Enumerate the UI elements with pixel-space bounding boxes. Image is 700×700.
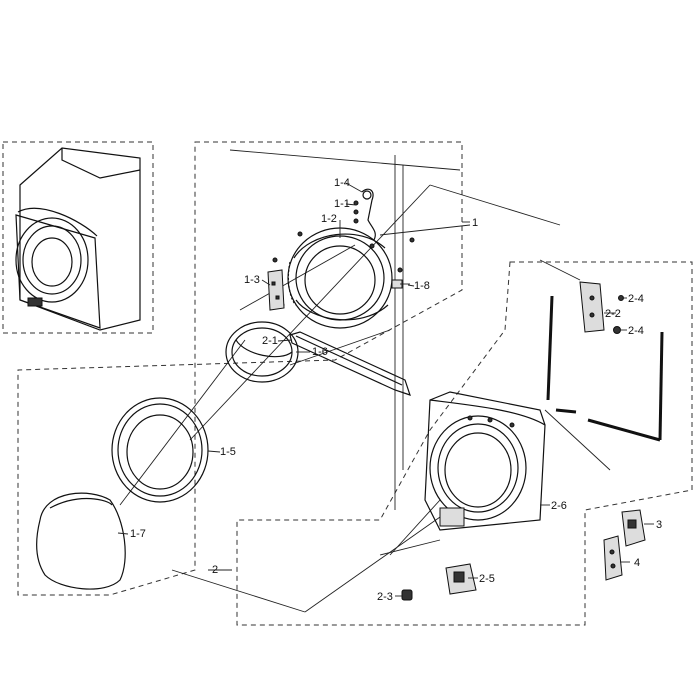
washer-inset-illustration	[15, 147, 141, 331]
part-2-3-clip	[401, 589, 413, 601]
label-2-4-lower: 2-4	[628, 325, 644, 337]
label-1-2: 1-2	[321, 213, 337, 225]
callout-leaders	[117, 182, 654, 597]
part-2-6-front-panel	[424, 391, 546, 531]
label-3: 3	[656, 519, 662, 531]
part-2-5-switch	[445, 563, 477, 595]
label-1-5: 1-5	[220, 446, 236, 458]
part-1-1-screws	[353, 200, 359, 224]
side-strips	[546, 295, 664, 442]
part-1-6-door-gasket	[225, 321, 299, 383]
label-1-7: 1-7	[130, 528, 146, 540]
part-1-3-hinge	[267, 269, 285, 311]
label-2-1: 2-1	[262, 335, 278, 347]
explosion-lines	[119, 149, 611, 613]
part-2-1-bottom-trim	[289, 331, 411, 396]
part-1-5-door-ring	[111, 397, 209, 503]
assembly-2-box	[236, 261, 693, 626]
part-1-8-hinge-pin	[391, 279, 410, 289]
assembly-1-box	[17, 141, 463, 596]
part-1-2-door-frame	[287, 227, 393, 329]
label-2-2: 2-2	[605, 308, 621, 320]
label-1-6: 1-6	[312, 346, 328, 358]
part-2-4-screws	[613, 295, 624, 334]
inset-box	[2, 141, 154, 334]
label-4: 4	[634, 557, 640, 569]
label-1: 1	[472, 217, 478, 229]
label-1-1: 1-1	[334, 198, 350, 210]
label-2: 2	[212, 564, 218, 576]
label-2-6: 2-6	[551, 500, 567, 512]
label-2-5: 2-5	[479, 573, 495, 585]
label-1-3: 1-3	[244, 274, 260, 286]
label-1-4: 1-4	[334, 177, 350, 189]
part-4-lock-switch	[603, 535, 623, 581]
callout-labels: 1-4 1-1 1-2 1-3 1-8 1-6 1-5 1-7 1 2 2-1 …	[130, 177, 662, 603]
label-1-8: 1-8	[414, 280, 430, 292]
part-1-4-door-hook	[361, 188, 376, 241]
label-2-3: 2-3	[377, 591, 393, 603]
part-1-7-door-glass	[36, 492, 126, 590]
door-frame-screws	[272, 231, 415, 308]
label-2-4-upper: 2-4	[628, 293, 644, 305]
part-2-2-bracket	[579, 281, 605, 333]
part-3-door-lock	[621, 509, 646, 547]
